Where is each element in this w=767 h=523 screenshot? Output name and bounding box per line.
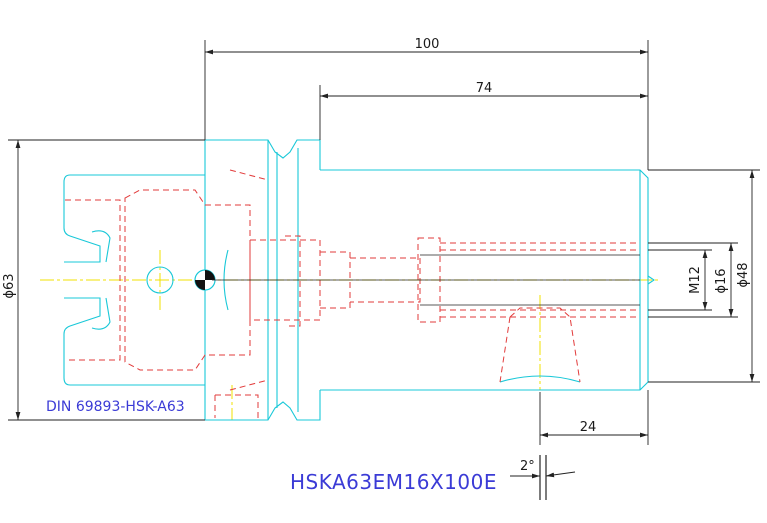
dimension-shank-length: 74 bbox=[319, 81, 648, 140]
overall-length-label: 100 bbox=[415, 37, 440, 52]
taper-angle-symbol: 2° bbox=[510, 455, 576, 500]
part-number-label: HSKA63EM16X100E bbox=[290, 470, 497, 494]
shank-length-label: 74 bbox=[476, 81, 493, 96]
dimension-thread: M12 bbox=[648, 249, 712, 311]
dimension-clamp-offset: 24 bbox=[539, 390, 649, 445]
standard-label: DIN 69893-HSK-A63 bbox=[46, 399, 185, 415]
bore-diameter-label: ϕ16 bbox=[714, 268, 729, 293]
dimension-bore-diameter: ϕ16 bbox=[648, 242, 738, 318]
thread-label: M12 bbox=[688, 266, 703, 294]
dimension-flange-diameter: ϕ63 bbox=[2, 139, 205, 421]
hidden-lines bbox=[65, 169, 640, 418]
dimension-body-diameter: ϕ48 bbox=[648, 169, 760, 383]
taper-angle-label: 2° bbox=[520, 459, 535, 474]
flange-diameter-label: ϕ63 bbox=[2, 273, 17, 298]
clamp-offset-label: 24 bbox=[580, 420, 597, 435]
body-diameter-label: ϕ48 bbox=[736, 262, 751, 287]
axis-lines bbox=[212, 254, 640, 306]
dimension-overall-length: 100 bbox=[204, 37, 649, 170]
